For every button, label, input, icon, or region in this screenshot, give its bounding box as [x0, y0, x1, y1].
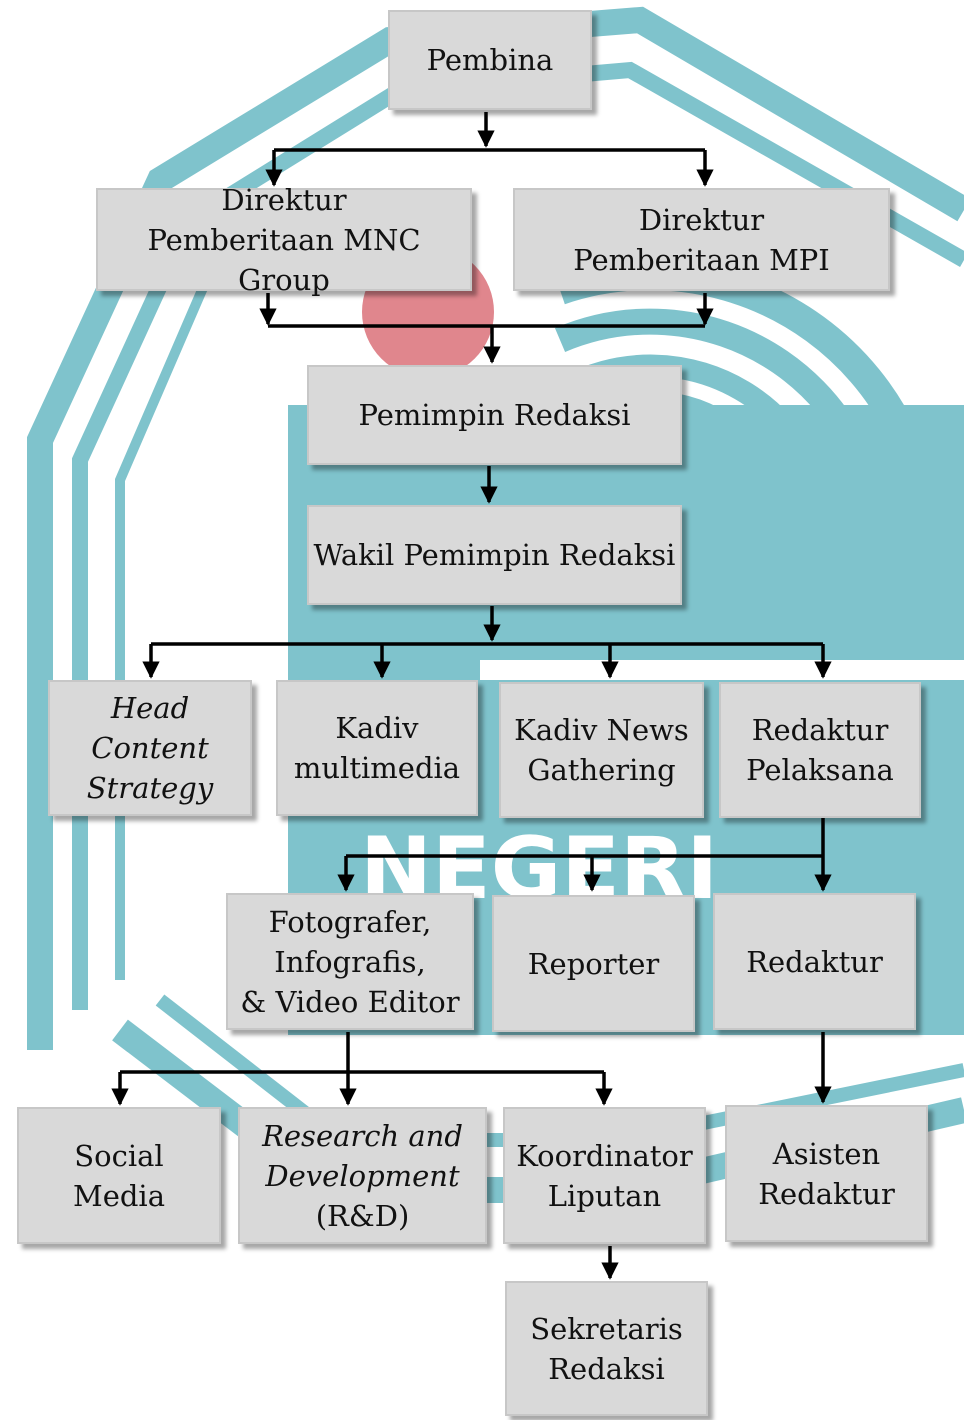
node-asisten-redaktur: Asisten Redaktur — [725, 1105, 928, 1242]
node-pembina: Pembina — [388, 10, 592, 110]
node-redaktur: Redaktur — [713, 893, 916, 1030]
connector-lines — [111, 112, 832, 1280]
node-kadiv-multimedia: Kadiv multimedia — [276, 680, 478, 816]
node-fotografer-infografis-video-editor: Fotografer, Infografis, & Video Editor — [226, 893, 474, 1030]
node-research-and-development: Research and Development (R&D) — [238, 1107, 487, 1244]
watermark-slot — [480, 660, 964, 680]
node-head-content-strategy: Head Content Strategy — [48, 680, 252, 816]
node-koordinator-liputan: Koordinator Liputan — [503, 1107, 706, 1244]
research-development-abbr: (R&D) — [315, 1198, 410, 1233]
node-redaktur-pelaksana: Redaktur Pelaksana — [719, 682, 921, 818]
node-sekretaris-redaksi: Sekretaris Redaksi — [505, 1281, 708, 1416]
node-wakil-pemimpin-redaksi: Wakil Pemimpin Redaksi — [307, 505, 682, 605]
node-reporter: Reporter — [492, 895, 695, 1032]
node-social-media: Social Media — [17, 1107, 221, 1244]
research-development-label: Research and Development — [262, 1118, 463, 1193]
node-direktur-pemberitaan-mnc-group: Direktur Pemberitaan MNC Group — [96, 183, 472, 297]
node-kadiv-news-gathering: Kadiv News Gathering — [499, 682, 704, 818]
node-direktur-pemberitaan-mpi: Direktur Pemberitaan MPI — [513, 188, 890, 291]
node-pemimpin-redaksi: Pemimpin Redaksi — [307, 365, 682, 465]
